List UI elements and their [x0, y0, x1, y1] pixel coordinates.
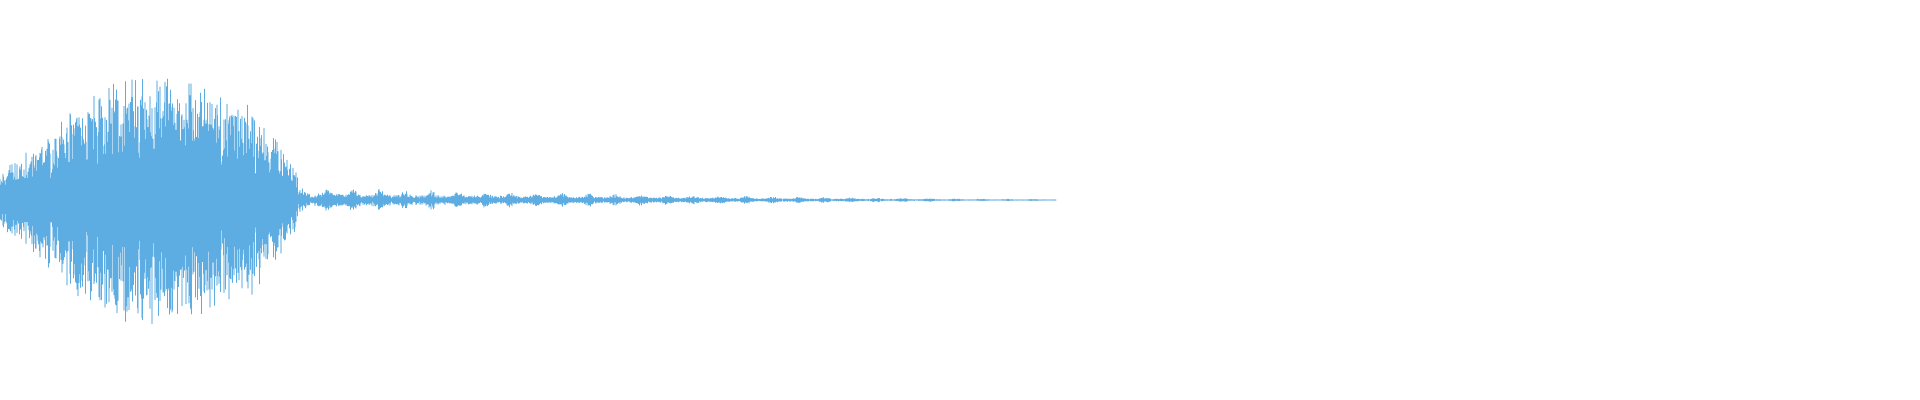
waveform-samples	[0, 78, 1057, 324]
waveform-trace	[0, 78, 1057, 324]
